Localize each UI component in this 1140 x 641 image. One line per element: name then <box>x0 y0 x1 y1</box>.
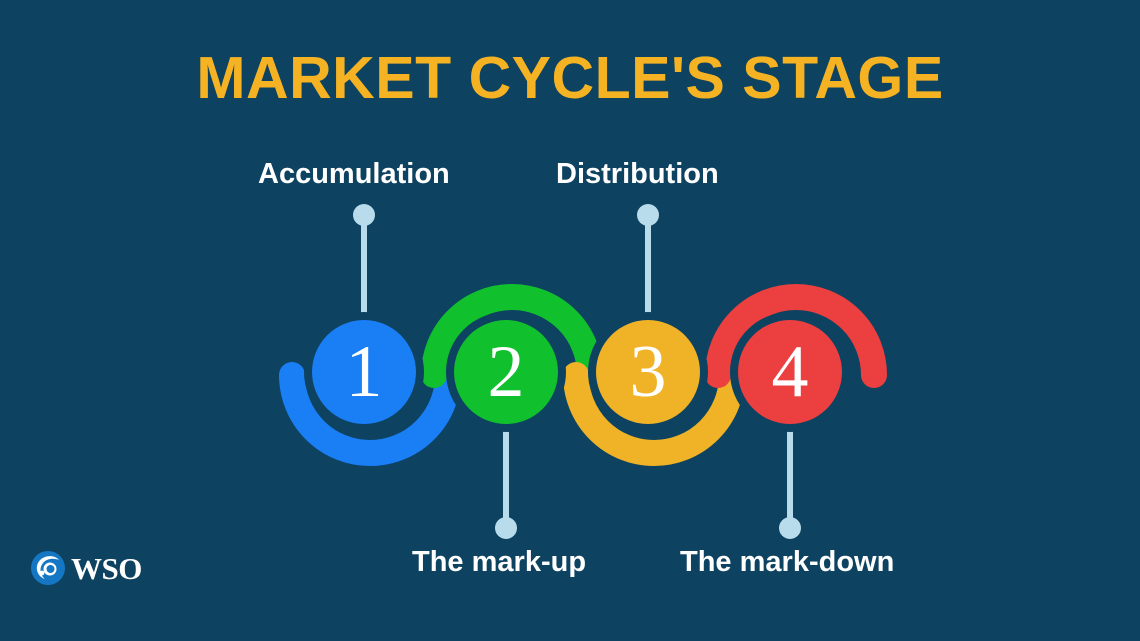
stage-number-4: 4 <box>772 331 809 413</box>
stage-arc-1 <box>279 362 461 466</box>
connector-dot-stage-1 <box>353 204 375 226</box>
stage-number-1: 1 <box>346 331 383 413</box>
stage-node-3[interactable]: 3 <box>588 312 708 432</box>
wso-globe-icon <box>30 550 66 586</box>
stage-arc-4 <box>705 284 887 388</box>
stage-number-2: 2 <box>488 331 525 413</box>
stage-arc-2 <box>421 284 603 388</box>
stage-label-distribution: Distribution <box>556 158 719 190</box>
stage-node-2[interactable]: 2 <box>446 312 566 432</box>
stage-label-markup: The mark-up <box>412 546 587 578</box>
wso-logo[interactable]: WSO <box>30 550 142 586</box>
stage-label-markdown: The mark-down <box>680 546 895 578</box>
stage-label-accumulation: Accumulation <box>258 158 450 190</box>
stage-number-3: 3 <box>630 331 667 413</box>
stage-arc-3 <box>563 362 745 466</box>
connector-dot-stage-2 <box>495 517 517 539</box>
connector-dot-stage-3 <box>637 204 659 226</box>
page-title: MARKET CYCLE'S STAGE <box>196 45 944 111</box>
connector-dot-stage-4 <box>779 517 801 539</box>
stage-node-4[interactable]: 4 <box>730 312 850 432</box>
stage-node-1[interactable]: 1 <box>304 312 424 432</box>
wso-logo-text: WSO <box>71 550 142 586</box>
